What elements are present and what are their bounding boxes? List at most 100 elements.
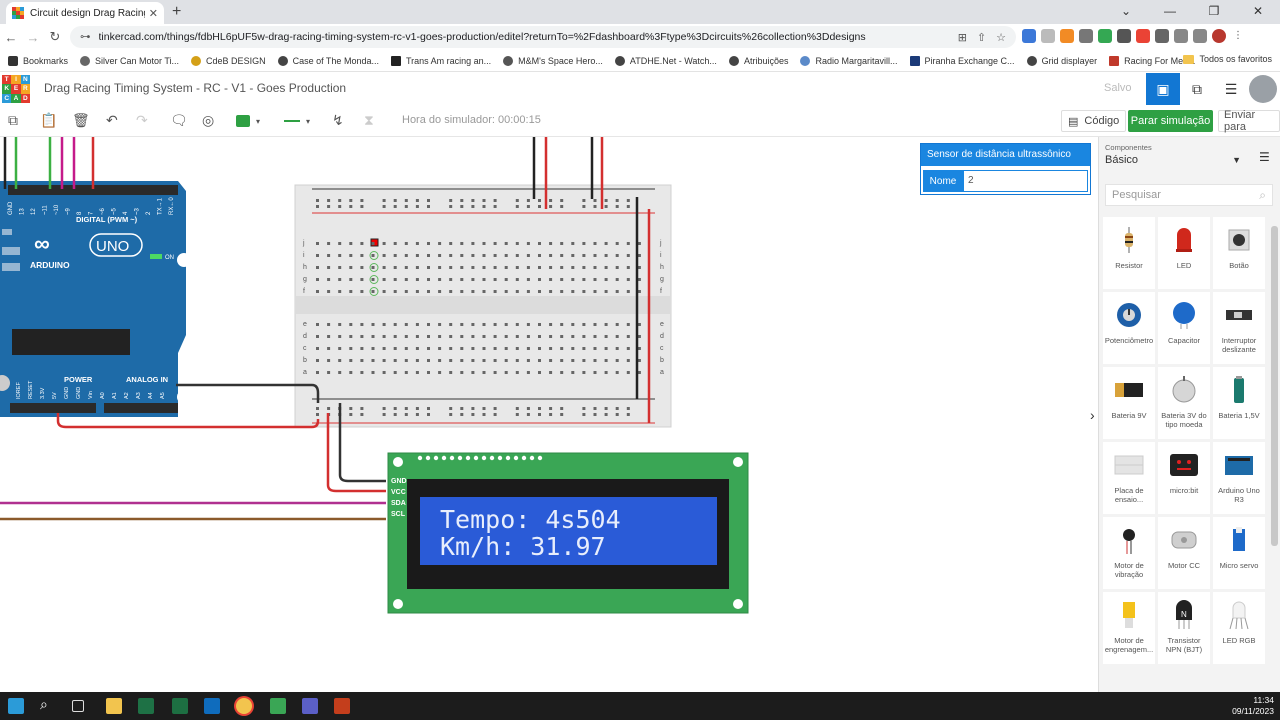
component-tile[interactable]: Bateria 1,5V xyxy=(1213,367,1265,439)
stop-simulation-button[interactable]: Parar simulação xyxy=(1128,110,1213,132)
color-swatch[interactable] xyxy=(236,115,250,127)
note-icon[interactable]: 🗨 xyxy=(170,112,188,128)
bookmark-item[interactable]: Piranha Exchange C... xyxy=(909,55,1015,66)
redo-icon[interactable]: ↷ xyxy=(136,112,148,128)
site-info-icon[interactable]: ⊶ xyxy=(80,31,91,43)
app-icon[interactable] xyxy=(270,698,286,714)
excel-icon[interactable] xyxy=(172,698,188,714)
file-explorer-icon[interactable] xyxy=(106,698,122,714)
chevron-down-icon[interactable]: ▾ xyxy=(306,117,311,126)
mirror-icon[interactable]: ⧗ xyxy=(364,112,374,128)
component-tile[interactable]: Bateria 9V xyxy=(1103,367,1155,439)
close-window-icon[interactable]: ✕ xyxy=(1252,4,1264,18)
notes-toggle-icon[interactable]: ◎ xyxy=(202,112,215,128)
breadboard[interactable] xyxy=(294,184,672,428)
component-tile[interactable]: Motor de engrenagem... xyxy=(1103,592,1155,664)
bookmark-item[interactable]: CdeB DESIGN xyxy=(191,55,266,66)
bookmark-item[interactable]: Racing For Me v1 xyxy=(1109,55,1195,66)
bookmark-item[interactable]: Atribuições xyxy=(728,55,788,66)
search-icon[interactable]: ⌕ xyxy=(40,696,48,712)
circuit-view-icon[interactable]: ▣ xyxy=(1146,73,1180,105)
bookmark-item[interactable]: Case of The Monda... xyxy=(277,55,379,66)
reload-icon[interactable]: ↻ xyxy=(49,29,61,44)
schematic-view-icon[interactable]: ⧉ xyxy=(1192,80,1202,97)
component-tile[interactable]: Interruptor deslizante xyxy=(1213,292,1265,364)
wire-type-icon[interactable] xyxy=(284,120,300,122)
bookmark-item[interactable]: Grid displayer xyxy=(1026,55,1097,66)
undo-icon[interactable]: ↶ xyxy=(106,112,118,128)
share-icon[interactable]: ⇧ xyxy=(976,31,987,44)
component-tile[interactable]: Capacitor xyxy=(1158,292,1210,364)
tab-search-icon[interactable]: ⌄ xyxy=(1120,4,1132,18)
extension-icon[interactable] xyxy=(1117,29,1131,43)
new-tab-icon[interactable]: + xyxy=(172,3,182,20)
powerpoint-icon[interactable] xyxy=(334,698,350,714)
extension-icon[interactable] xyxy=(1060,29,1074,43)
profile-avatar[interactable] xyxy=(1212,29,1226,43)
bookmark-star-icon[interactable]: ☆ xyxy=(996,31,1006,44)
side-panel-icon[interactable] xyxy=(1193,29,1207,43)
rotate-icon[interactable]: ↯ xyxy=(332,112,344,128)
component-tile[interactable]: Motor de vibração xyxy=(1103,517,1155,589)
bookmark-item[interactable]: Radio Margaritavill... xyxy=(800,55,898,66)
extension-icon[interactable] xyxy=(1041,29,1055,43)
component-tile[interactable]: LED xyxy=(1158,217,1210,289)
collapse-panel-icon[interactable]: › xyxy=(1090,407,1095,423)
bookmark-item[interactable]: Trans Am racing an... xyxy=(390,55,491,66)
bookmark-item[interactable]: M&M's Space Hero... xyxy=(503,55,603,66)
arduino-board[interactable] xyxy=(0,181,191,417)
list-view-icon[interactable]: ☰ xyxy=(1259,150,1270,164)
minimize-icon[interactable]: — xyxy=(1164,4,1176,18)
delete-icon[interactable]: 🗑 xyxy=(72,112,90,128)
extension-icon[interactable] xyxy=(1098,29,1112,43)
maximize-icon[interactable]: ❐ xyxy=(1208,4,1220,18)
download-icon[interactable] xyxy=(1174,29,1188,43)
component-tile[interactable]: Resistor xyxy=(1103,217,1155,289)
project-title[interactable]: Drag Racing Timing System - RC - V1 - Go… xyxy=(44,81,347,95)
browser-tab[interactable]: Circuit design Drag Racing Timin ✕ xyxy=(6,2,164,24)
bookmark-item[interactable]: Silver Can Motor Ti... xyxy=(80,55,179,66)
component-list-icon[interactable]: ☰ xyxy=(1224,80,1238,97)
code-button[interactable]: ▤Código xyxy=(1061,110,1127,132)
component-tile[interactable]: Motor CC xyxy=(1158,517,1210,589)
forward-icon[interactable]: → xyxy=(26,29,40,45)
component-tile[interactable]: Placa de ensaio... xyxy=(1103,442,1155,514)
install-app-icon[interactable]: ⊞ xyxy=(957,31,967,44)
back-icon[interactable]: ← xyxy=(4,29,18,45)
start-icon[interactable] xyxy=(8,698,24,714)
lcd-module[interactable] xyxy=(387,452,749,614)
component-tile[interactable]: Botão xyxy=(1213,217,1265,289)
extensions-puzzle-icon[interactable] xyxy=(1155,29,1169,43)
menu-icon[interactable]: ⋮ xyxy=(1231,29,1245,43)
url-bar[interactable]: ⊶ tinkercad.com/things/fdbHL6pUF5w-drag-… xyxy=(70,26,1016,48)
tab-close-icon[interactable]: ✕ xyxy=(148,7,158,20)
paste-icon[interactable]: 📋 xyxy=(40,112,58,128)
teams-icon[interactable] xyxy=(302,698,318,714)
system-clock[interactable]: 11:34 09/11/2023 xyxy=(1232,695,1274,716)
bookmark-item[interactable]: ATDHE.Net - Watch... xyxy=(614,55,717,66)
outlook-icon[interactable] xyxy=(204,698,220,714)
circuit-canvas[interactable]: ∞ ARDUINO UNO DIGITAL (PWM ~) POWER ANAL… xyxy=(0,137,1098,692)
component-tile[interactable]: Potenciômetro xyxy=(1103,292,1155,364)
extension-icon[interactable] xyxy=(1136,29,1150,43)
chrome-icon[interactable] xyxy=(236,698,252,714)
component-tile[interactable]: Bateria 3V do tipo moeda xyxy=(1158,367,1210,439)
bookmark-item[interactable]: Bookmarks xyxy=(8,55,68,66)
extension-icon[interactable] xyxy=(1022,29,1036,43)
extension-icon[interactable] xyxy=(1079,29,1093,43)
all-favorites[interactable]: Todos os favoritos xyxy=(1183,54,1272,64)
project-app-icon[interactable] xyxy=(138,698,154,714)
component-tile[interactable]: micro:bit xyxy=(1158,442,1210,514)
user-avatar[interactable] xyxy=(1249,75,1277,103)
component-tile[interactable]: Micro servo xyxy=(1213,517,1265,589)
component-tile[interactable]: Arduino Uno R3 xyxy=(1213,442,1265,514)
chevron-down-icon[interactable]: ▾ xyxy=(256,117,261,126)
task-view-icon[interactable] xyxy=(72,700,84,712)
component-tile[interactable]: LED RGB xyxy=(1213,592,1265,664)
search-input[interactable]: Pesquisar ⌕ xyxy=(1105,184,1273,206)
name-input[interactable]: 2 xyxy=(963,170,1088,192)
copy-icon[interactable]: ⧉ xyxy=(8,112,18,128)
wires[interactable] xyxy=(0,137,651,521)
